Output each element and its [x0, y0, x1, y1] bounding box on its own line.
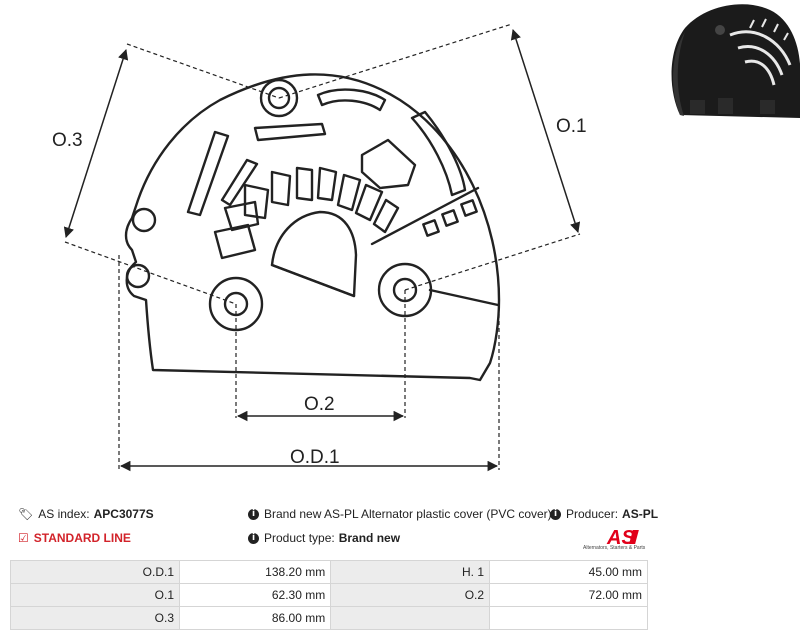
dimension-label-o3: O.3	[52, 130, 83, 151]
screw-hole-top-inner	[267, 86, 291, 110]
small-hole-lower	[125, 263, 151, 289]
as-index-value: APC3077S	[93, 507, 154, 521]
product-type-row: i Product type: Brand new	[248, 531, 400, 545]
slot	[316, 88, 387, 112]
as-pl-logo: AS	[606, 527, 639, 549]
spec-label: O.2	[330, 583, 491, 607]
tag-icon: 🏷︎	[18, 507, 34, 521]
product-type-value: Brand new	[338, 531, 401, 545]
dimension-label-od1: O.D.1	[290, 447, 340, 468]
small-hole-upper	[131, 207, 157, 233]
standard-line-row: ☑ STANDARD LINE	[18, 531, 131, 545]
screw-hole-left-outer	[208, 276, 264, 332]
product-photo	[671, 4, 800, 118]
info-icon: i	[248, 532, 259, 544]
slot	[220, 158, 259, 207]
square-window	[422, 219, 440, 237]
dimension-label-o2: O.2	[304, 394, 335, 415]
spec-value: 86.00 mm	[178, 606, 332, 630]
spec-label: O.D.1	[10, 560, 180, 584]
as-index-label: AS index:	[38, 507, 90, 521]
screw-hole-top-outer	[259, 78, 299, 118]
spec-value: 138.20 mm	[178, 560, 332, 584]
cover-outline	[124, 73, 501, 382]
dimension-label-o1: O.1	[556, 116, 587, 137]
checkbox-icon: ☑	[18, 531, 29, 545]
description-row: i Brand new AS-PL Alternator plastic cov…	[248, 507, 552, 521]
as-index-row: 🏷︎ AS index: APC3077S	[18, 507, 154, 521]
spec-value: 72.00 mm	[489, 583, 648, 607]
producer-label: Producer:	[566, 507, 619, 521]
spec-label	[330, 606, 491, 630]
square-window	[460, 199, 478, 217]
slot	[410, 110, 467, 197]
technical-drawing: O.3 O.1 O.2 O.D.1	[52, 23, 587, 472]
svg-text:AS: AS	[606, 527, 635, 549]
square-window	[441, 209, 459, 227]
spec-value	[489, 606, 648, 630]
producer-value: AS-PL	[622, 507, 659, 521]
standard-line-text: STANDARD LINE	[33, 531, 131, 545]
slot	[186, 130, 230, 217]
product-type-label: Product type:	[264, 531, 335, 545]
spec-label: O.1	[10, 583, 180, 607]
spec-value: 62.30 mm	[178, 583, 332, 607]
description-text: Brand new AS-PL Alternator plastic cover…	[264, 507, 552, 521]
slot	[253, 122, 327, 142]
connector-box	[360, 138, 417, 190]
info-icon: i	[248, 508, 259, 520]
spec-label: O.3	[10, 606, 180, 630]
info-icon: i	[550, 508, 561, 520]
logo-tagline: Alternators, Starters & Parts	[583, 545, 646, 551]
spec-label: H. 1	[330, 560, 491, 584]
center-segment	[270, 210, 358, 298]
producer-row: i Producer: AS-PL	[550, 507, 658, 521]
spec-value: 45.00 mm	[489, 560, 648, 584]
